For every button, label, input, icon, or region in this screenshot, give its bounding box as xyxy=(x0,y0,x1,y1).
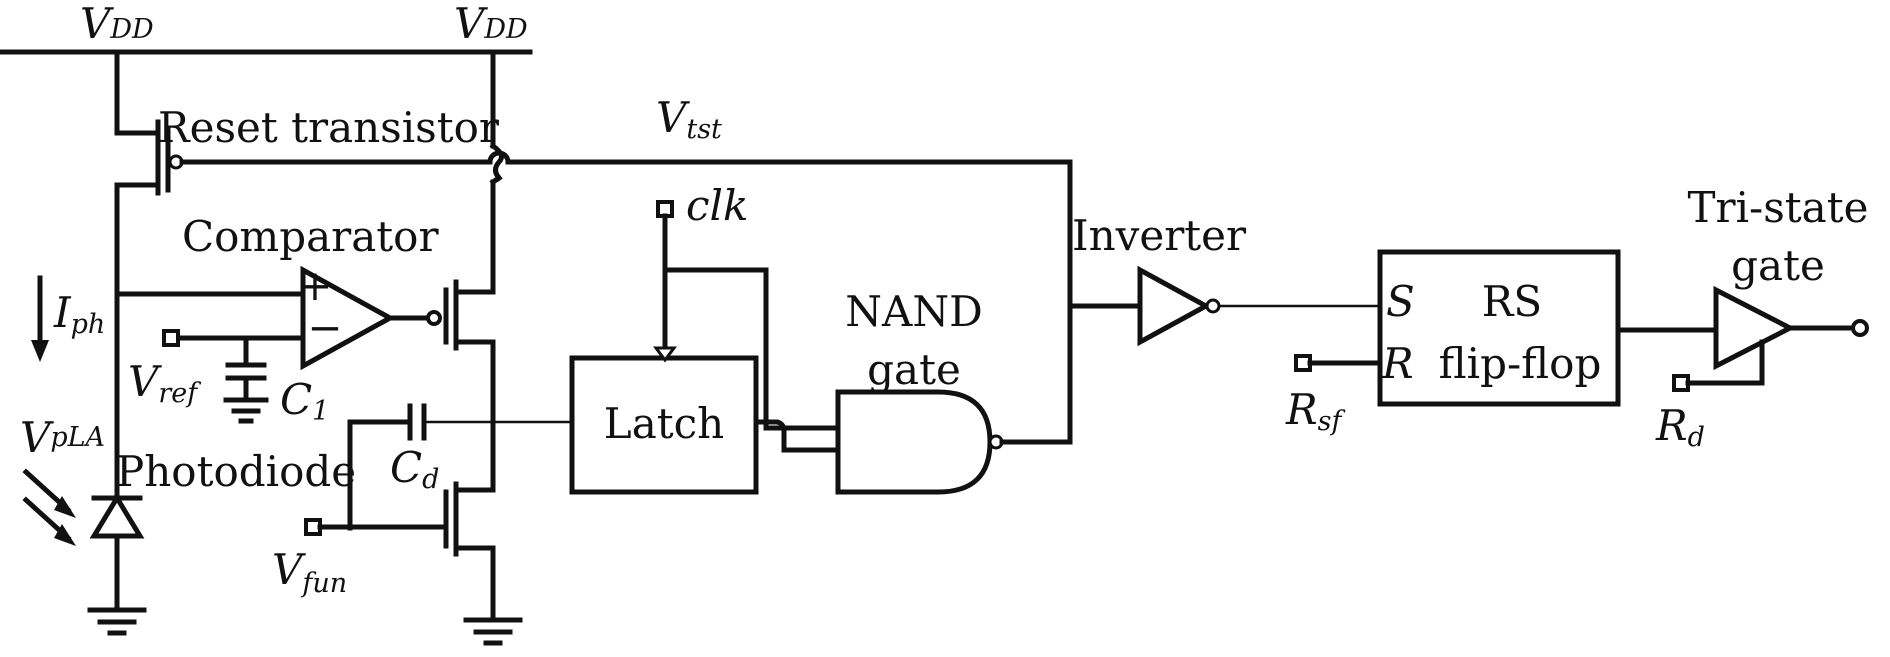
vref-terminal xyxy=(162,329,180,347)
comparator-minus-sign: − xyxy=(307,303,342,352)
rs-label-line1: RS xyxy=(1482,277,1542,326)
vfun-label: Vfun xyxy=(272,545,347,599)
inverter-gate xyxy=(1137,265,1212,347)
reset-transistor xyxy=(114,119,184,196)
output-terminal xyxy=(1851,319,1869,337)
comparator-output-transistor xyxy=(443,279,496,351)
rd-label: Rd xyxy=(1655,401,1705,453)
capacitor-cd xyxy=(347,403,572,441)
latch-block xyxy=(569,355,759,495)
vtst-label: Vtst xyxy=(656,93,722,145)
vfun-transistor xyxy=(443,481,496,623)
vref-label: Vref xyxy=(128,357,201,409)
capacitor-c1 xyxy=(223,335,269,424)
rs-label-line2: flip-flop xyxy=(1439,339,1602,388)
latch-to-nand-wire xyxy=(753,419,849,453)
comparator-plus-sign: + xyxy=(297,261,332,310)
rs-s-label: S xyxy=(1386,277,1415,326)
comparator xyxy=(114,265,442,371)
tri-state-label-line1: Tri-state xyxy=(1688,183,1869,232)
nand-label-line1: NAND xyxy=(845,287,983,336)
tri-state-label-line2: gate xyxy=(1731,241,1825,290)
vdd-left-label: VDD xyxy=(80,0,154,48)
clk-label: clk xyxy=(686,181,748,230)
clk-wire xyxy=(653,213,849,431)
photodiode-icon xyxy=(87,493,147,636)
photodiode-label: Photodiode xyxy=(116,447,356,496)
inverter-bubble xyxy=(1205,298,1221,314)
vpla-label: VpLA xyxy=(20,413,105,462)
rs-r-label: R xyxy=(1381,339,1414,388)
tri-state-gate xyxy=(1713,285,1796,371)
nand-label-line2: gate xyxy=(867,345,961,394)
iph-label: Iph xyxy=(53,288,105,340)
nand-gate xyxy=(835,389,993,495)
comparator-label: Comparator xyxy=(182,212,439,261)
iph-arrow-icon xyxy=(31,275,49,362)
vtst-wire xyxy=(179,150,1143,309)
cd-label: Cd xyxy=(390,443,439,495)
rd-enable-wire xyxy=(1685,339,1765,386)
rsf-label: Rsf xyxy=(1285,385,1345,437)
reset-transistor-label: Reset transistor xyxy=(158,103,500,152)
vdd-right-label: VDD xyxy=(454,0,528,48)
vdd-crossover xyxy=(489,142,504,182)
inverter-label: Inverter xyxy=(1072,211,1247,260)
light-arrows-icon xyxy=(22,468,76,546)
ground-right-icon xyxy=(463,617,523,646)
vdd-left-rail xyxy=(71,49,161,136)
latch-label: Latch xyxy=(604,399,724,448)
c1-label: C1 xyxy=(280,375,329,427)
